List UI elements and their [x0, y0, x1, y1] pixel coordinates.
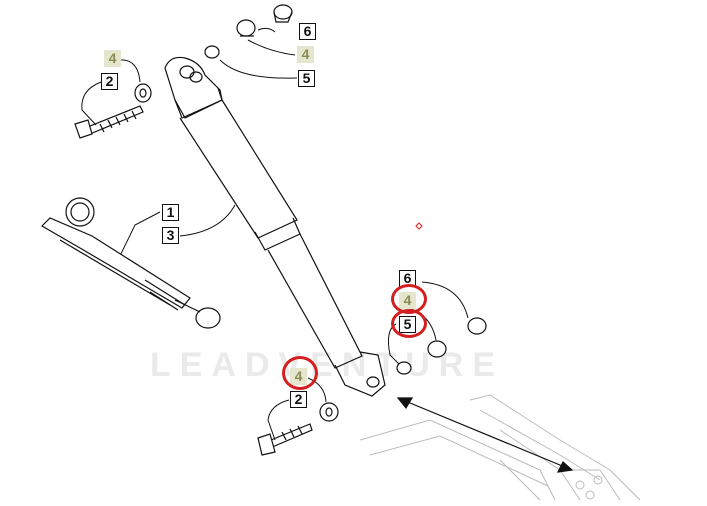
callout-left-4: 4	[104, 50, 121, 67]
shock-absorber	[164, 56, 386, 397]
callout-left-2: 2	[101, 73, 118, 90]
frame-outline	[359, 394, 641, 501]
highlight-right-5	[391, 309, 427, 338]
diamond-marker	[415, 222, 423, 230]
callout-top-6: 6	[299, 23, 316, 40]
pump-tool	[41, 197, 221, 329]
callout-mid-3: 3	[162, 227, 179, 244]
callout-mid-1: 1	[162, 204, 179, 221]
callout-top-5: 5	[298, 70, 315, 87]
callout-top-4: 4	[297, 46, 314, 63]
callout-bottom-2: 2	[290, 391, 307, 408]
callout-right-6: 6	[399, 270, 416, 287]
top-hardware	[74, 4, 293, 139]
highlight-bottom-4	[282, 356, 318, 390]
insertion-arrow	[396, 397, 574, 473]
bottom-hardware	[257, 317, 487, 456]
